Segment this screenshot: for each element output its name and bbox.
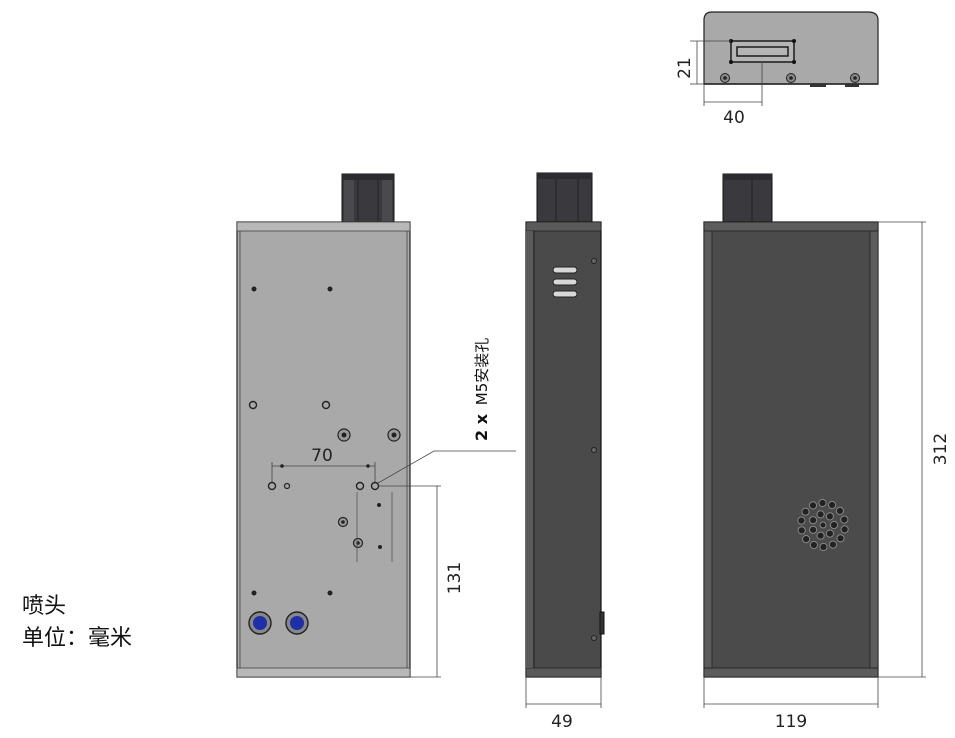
nozzle-knob — [285, 611, 309, 635]
dim-hole-offset: 131 — [445, 562, 465, 594]
callout-count: 2 x — [472, 413, 491, 441]
top-connector-slot — [730, 40, 795, 63]
rear-panel — [703, 221, 879, 678]
grille-hole — [825, 529, 835, 538]
grille-hole — [816, 531, 825, 540]
dim-side-depth: 49 — [551, 712, 573, 732]
grille-hole — [829, 520, 839, 530]
nozzle-knob — [248, 611, 272, 635]
grille-hole — [809, 525, 818, 534]
grille-hole — [840, 515, 849, 524]
front-view: 70 131 — [236, 173, 516, 678]
front-panel — [236, 221, 411, 678]
top-view: 21 40 — [675, 11, 879, 128]
part-name: 喷头 — [22, 594, 67, 619]
grille-hole — [808, 501, 818, 510]
grille-hole — [825, 512, 835, 521]
rear-view: 312 119 — [703, 173, 951, 732]
dim-top-width: 40 — [723, 108, 745, 128]
grille-hole — [828, 500, 837, 510]
dim-rear-width: 119 — [775, 712, 807, 732]
callout-leader — [377, 450, 516, 484]
grille-hole — [809, 540, 819, 550]
vent-slot — [552, 266, 578, 274]
grille-hole — [836, 534, 845, 543]
speaker-grille — [797, 498, 849, 552]
callout-label: M5安装孔 — [473, 338, 491, 406]
top-screw — [720, 73, 730, 83]
grille-hole — [801, 507, 810, 516]
grille-hole — [809, 516, 818, 525]
vent-slot — [552, 290, 578, 298]
rear-cap — [722, 173, 773, 225]
grille-hole — [818, 498, 827, 508]
dim-overall-height: 312 — [931, 433, 951, 465]
grille-hole — [797, 526, 806, 535]
grille-hole — [797, 516, 806, 525]
svg-text:2 x M5安装孔: 2 x M5安装孔 — [472, 338, 491, 441]
grille-hole — [828, 540, 838, 549]
side-view: 49 — [525, 172, 605, 732]
grille-hole — [835, 506, 845, 515]
grille-hole — [802, 535, 811, 544]
unit-label: 单位：毫米 — [22, 626, 133, 651]
m5-callout: 2 x M5安装孔 — [472, 338, 491, 441]
top-screw — [850, 73, 860, 83]
side-panel — [525, 221, 602, 678]
dim-top-height: 21 — [675, 57, 695, 79]
grille-hole — [816, 510, 825, 519]
vent-slot — [552, 278, 578, 286]
grille-hole — [819, 521, 827, 529]
top-screw — [786, 73, 796, 83]
side-cap — [536, 172, 593, 226]
grille-hole — [819, 542, 828, 552]
dim-hole-spacing: 70 — [311, 446, 333, 466]
grille-hole — [840, 525, 849, 534]
